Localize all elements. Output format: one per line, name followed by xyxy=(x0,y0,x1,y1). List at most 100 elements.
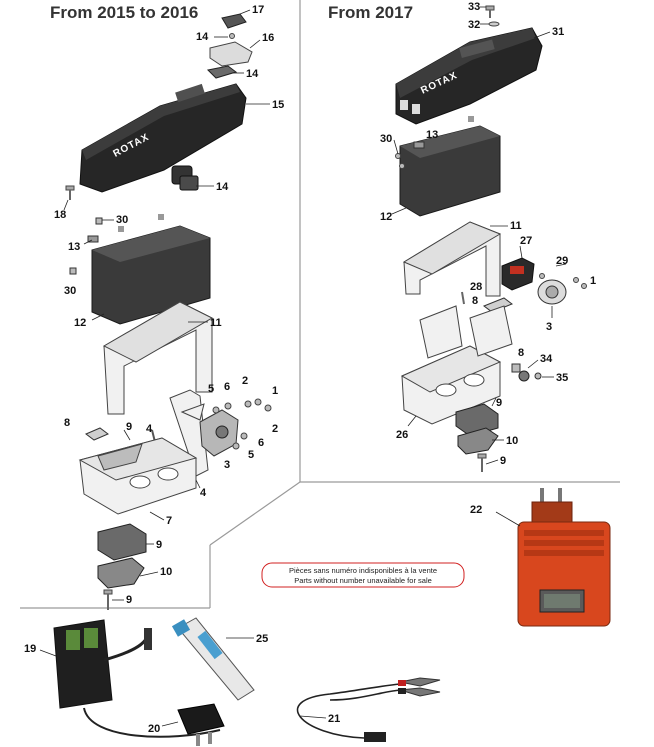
part-34-washer xyxy=(518,370,530,382)
callout-14-b: 14 xyxy=(246,68,259,80)
callout-9-left-a: 9 xyxy=(126,421,132,433)
left-assembly: ROTAX xyxy=(65,13,272,610)
callout-17: 17 xyxy=(252,4,264,16)
section-dividers xyxy=(20,0,620,609)
header-2017: From 2017 xyxy=(328,3,413,22)
battery-cradle-11-right xyxy=(402,221,502,297)
part-30-nut-right-a xyxy=(395,153,401,159)
base-frame-26 xyxy=(400,305,513,425)
callout-2-a: 2 xyxy=(242,375,248,387)
battery-12-left xyxy=(91,214,211,325)
callout-29: 29 xyxy=(556,255,568,267)
callout-12-right: 12 xyxy=(380,211,392,223)
callout-25: 25 xyxy=(256,633,268,645)
charger-22 xyxy=(517,488,611,627)
part-30-nut xyxy=(95,217,103,225)
clamp-10 xyxy=(97,557,145,589)
screw-9-right xyxy=(477,453,487,472)
part-13-terminal-right xyxy=(413,141,425,149)
tube-25 xyxy=(171,617,255,701)
battery-12-right xyxy=(399,116,501,217)
screw-18 xyxy=(65,185,75,200)
part-14-switch xyxy=(171,165,199,191)
callout-9-right-b: 9 xyxy=(500,455,506,467)
clamp-9-right xyxy=(455,403,499,437)
callout-15: 15 xyxy=(272,99,284,111)
part-16-switch-base xyxy=(209,41,253,67)
callout-33: 33 xyxy=(468,1,480,13)
screw-28 xyxy=(461,291,465,305)
callout-11-left: 11 xyxy=(210,317,222,329)
callout-13-right: 13 xyxy=(426,129,438,141)
housing-31: ROTAX xyxy=(395,27,543,125)
callout-28: 28 xyxy=(470,281,482,293)
callout-6-a: 6 xyxy=(224,381,230,393)
right-callouts: 33 32 31 30 13 12 11 27 29 1 28 8 3 8 34… xyxy=(380,1,596,467)
callout-30-b: 30 xyxy=(64,285,76,297)
callout-9-left-b: 9 xyxy=(156,539,162,551)
callout-35: 35 xyxy=(556,372,568,384)
callout-9-right-a: 9 xyxy=(496,397,502,409)
callout-11-right: 11 xyxy=(510,220,522,232)
part-30-nut-b xyxy=(69,267,77,275)
part-35-nut xyxy=(534,372,542,380)
callout-5-b: 5 xyxy=(248,449,254,461)
note-en: Parts without number unavailable for sal… xyxy=(294,576,432,585)
callout-32: 32 xyxy=(468,19,480,31)
callout-13: 13 xyxy=(68,241,80,253)
callout-14-a: 14 xyxy=(196,31,209,43)
plate-8-right-a xyxy=(482,297,514,313)
callout-1-left: 1 xyxy=(272,385,278,397)
callout-30-a: 30 xyxy=(116,214,128,226)
charger-19 xyxy=(53,619,221,738)
part-17-switch-cap xyxy=(221,13,247,29)
housing-15: ROTAX xyxy=(79,83,247,193)
adapter-20 xyxy=(177,703,225,746)
washers-left xyxy=(212,398,272,450)
base-frame-7 xyxy=(78,437,198,515)
callout-27: 27 xyxy=(520,235,532,247)
screw-33 xyxy=(485,5,495,11)
callout-30-right: 30 xyxy=(380,133,392,145)
clamp-9 xyxy=(97,523,147,561)
screw-9-left xyxy=(103,589,113,610)
plate-8-left xyxy=(85,427,109,441)
header-2015-2016: From 2015 to 2016 xyxy=(50,3,198,22)
callout-6-b: 6 xyxy=(258,437,264,449)
washers-right xyxy=(539,273,587,289)
charger-22-pin-b xyxy=(558,488,562,504)
part-30-nut-right-b xyxy=(399,163,405,169)
callout-16: 16 xyxy=(262,32,274,44)
callout-7: 7 xyxy=(166,515,172,527)
callout-2-b: 2 xyxy=(272,423,278,435)
charger-22-pin-a xyxy=(540,488,544,504)
clamp-10-right xyxy=(457,427,499,455)
callout-22: 22 xyxy=(470,504,482,516)
switch-27 xyxy=(501,257,535,291)
callout-4-b: 4 xyxy=(200,487,207,499)
relay-3-left xyxy=(199,409,239,457)
callout-10-right: 10 xyxy=(506,435,518,447)
callout-9-left-c: 9 xyxy=(126,594,132,606)
part-14-gasket xyxy=(206,65,238,79)
callout-26: 26 xyxy=(396,429,408,441)
washer-32 xyxy=(488,21,500,27)
relay-3-right xyxy=(537,279,567,305)
callout-3-left: 3 xyxy=(224,459,230,471)
unavailable-parts-note: Pièces sans numéro indisponibles à la ve… xyxy=(261,562,465,588)
cable-21 xyxy=(296,677,441,742)
left-callouts: 17 14 16 14 15 14 18 30 13 30 12 11 5 6 … xyxy=(54,4,284,606)
right-assembly: ROTAX xyxy=(395,5,587,472)
callout-34: 34 xyxy=(540,353,553,365)
callout-5-a: 5 xyxy=(208,383,214,395)
callout-1-right: 1 xyxy=(590,275,596,287)
screw-14-top xyxy=(229,33,235,39)
note-border xyxy=(261,562,465,588)
callout-14-c: 14 xyxy=(216,181,229,193)
callout-31: 31 xyxy=(552,26,564,38)
plate-8-right-b xyxy=(511,363,521,373)
part-13-terminal xyxy=(87,235,99,243)
callout-19: 19 xyxy=(24,643,36,655)
callout-20: 20 xyxy=(148,723,160,735)
